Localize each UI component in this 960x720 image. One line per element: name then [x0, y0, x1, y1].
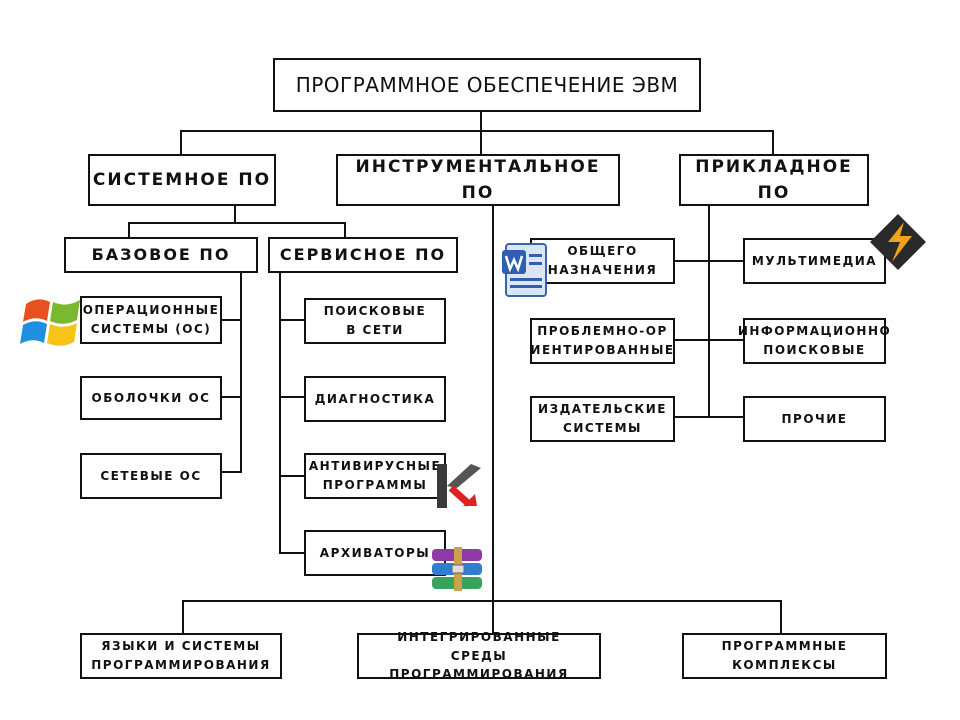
connector — [480, 110, 482, 132]
connector — [279, 319, 304, 321]
general-purpose-box: ОБЩЕГО НАЗНАЧЕНИЯ — [530, 238, 675, 284]
connector — [673, 339, 745, 341]
connector — [222, 396, 242, 398]
connector — [128, 222, 130, 238]
os-shells-box: ОБОЛОЧКИ ОС — [80, 376, 222, 420]
connector — [234, 204, 236, 224]
archivers-box: АРХИВАТОРЫ — [304, 530, 446, 576]
system-software-box: СИСТЕМНОЕ ПО — [88, 154, 276, 206]
connector — [222, 319, 242, 321]
connector — [279, 272, 281, 554]
connector — [279, 552, 304, 554]
base-software-box: БАЗОВОЕ ПО — [64, 237, 258, 273]
network-os-box: СЕТЕВЫЕ ОС — [80, 453, 222, 499]
tool-software-box: ИНСТРУМЕНТАЛЬНОЕ ПО — [336, 154, 620, 206]
connector — [772, 130, 774, 154]
connector — [279, 396, 304, 398]
connector — [182, 600, 184, 634]
connector — [673, 416, 745, 418]
connector — [128, 222, 346, 224]
information-search-box: ИНФОРМАЦИОННО ПОИСКОВЫЕ — [738, 318, 890, 364]
connector — [492, 204, 494, 634]
connector — [240, 272, 242, 472]
connector — [180, 130, 774, 132]
winamp-logo-icon — [870, 214, 926, 270]
winrar-archive-icon — [432, 547, 482, 591]
os-box: ОПЕРАЦИОННЫЕ СИСТЕМЫ (ОС) — [80, 296, 222, 344]
connector — [222, 471, 242, 473]
programming-languages-box: ЯЗЫКИ И СИСТЕМЫ ПРОГРАММИРОВАНИЯ — [80, 633, 282, 679]
word-document-icon — [502, 243, 547, 297]
connector — [279, 475, 304, 477]
diagnostics-box: ДИАГНОСТИКА — [304, 376, 446, 422]
antivirus-box: АНТИВИРУСНЫЕ ПРОГРАММЫ — [304, 453, 446, 499]
search-engines-box: ПОИСКОВЫЕ В СЕТИ — [304, 298, 446, 344]
publishing-systems-box: ИЗДАТЕЛЬСКИЕ СИСТЕМЫ — [530, 396, 675, 442]
connector — [673, 260, 745, 262]
integrated-environments-box: ИНТЕГРИРОВАННЫЕ СРЕДЫ ПРОГРАММИРОВАНИЯ — [357, 630, 601, 681]
connector — [182, 600, 782, 602]
service-software-box: СЕРВИСНОЕ ПО — [268, 237, 458, 273]
windows-logo-icon — [20, 299, 80, 346]
connector — [480, 130, 482, 154]
root-box: ПРОГРАММНОЕ ОБЕСПЕЧЕНИЕ ЭВМ — [273, 58, 701, 112]
kaspersky-logo-icon — [437, 464, 481, 508]
application-software-box: ПРИКЛАДНОЕ ПО — [679, 154, 869, 206]
software-suites-box: ПРОГРАММНЫЕ КОМПЛЕКСЫ — [682, 633, 887, 679]
problem-oriented-box: ПРОБЛЕМНО-ОР ИЕНТИРОВАННЫЕ — [530, 318, 675, 364]
connector — [180, 130, 182, 154]
other-box: ПРОЧИЕ — [743, 396, 886, 442]
multimedia-box: МУЛЬТИМЕДИА — [743, 238, 886, 284]
connector — [708, 204, 710, 418]
connector — [780, 600, 782, 634]
connector — [344, 222, 346, 238]
